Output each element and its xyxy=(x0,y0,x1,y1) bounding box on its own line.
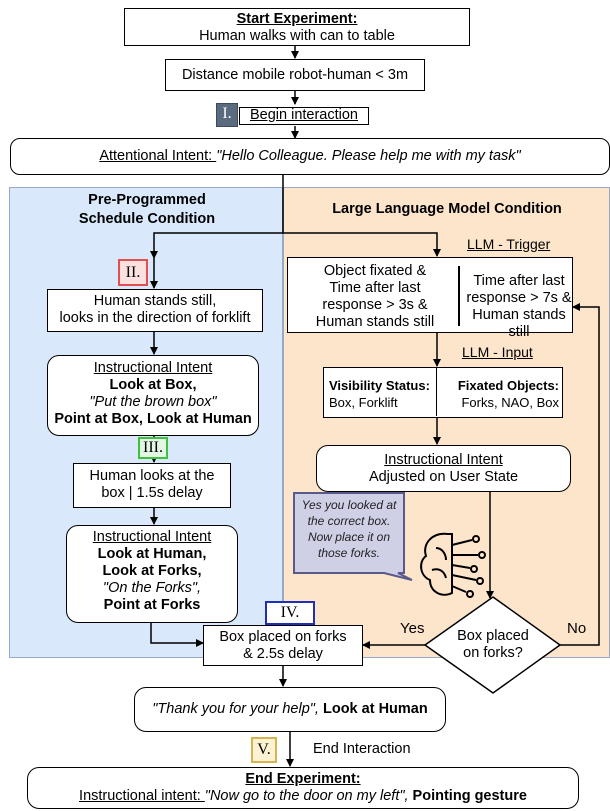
distance-box: Distance mobile robot-human < 3m xyxy=(165,59,425,91)
right-panel-title: Large Language Model Condition xyxy=(332,201,562,217)
arrow-instr2-boxplaced xyxy=(150,623,204,647)
decision-diamond xyxy=(423,596,562,694)
llm-trigger-label: LLM - Trigger xyxy=(467,236,551,252)
arrow-no-loop xyxy=(560,303,600,646)
arrow-to-right xyxy=(283,232,441,257)
box-placed-box: Box placed on forks & 2.5s delay xyxy=(203,625,363,666)
marker-iii: III. xyxy=(138,437,168,459)
start-experiment-box: Start Experiment: Human walks with can t… xyxy=(124,8,470,46)
attentional-prefix: Attentional Intent: xyxy=(99,148,217,164)
begin-interaction-box: Begin interaction xyxy=(239,107,369,125)
llm-input-box: Visibility Status: Box, Forklift Fixated… xyxy=(323,367,563,418)
no-label: No xyxy=(567,620,587,637)
end-interaction-label: End Interaction xyxy=(313,741,411,757)
speech-bubble-text: Yes you looked at the correct box. Now p… xyxy=(301,498,397,560)
start-text: Human walks with can to table xyxy=(199,28,395,44)
marker-i: I. xyxy=(216,103,238,127)
marker-ii: II. xyxy=(118,259,148,286)
decision-text: Box placed on forks? xyxy=(457,628,529,661)
start-title: Start Experiment: xyxy=(236,11,358,27)
marker-v: V. xyxy=(251,737,277,763)
instructional-intent-llm-box: Instructional Intent Adjusted on User St… xyxy=(316,445,571,492)
visibility-status: Visibility Status: Box, Forklift xyxy=(324,368,437,416)
brain-circuit-icon xyxy=(420,532,486,598)
trigger-right-text: Time after last response > 7s & Human st… xyxy=(466,273,572,340)
attentional-intent-box: Attentional Intent: "Hello Colleague. Pl… xyxy=(10,138,610,175)
yes-label: Yes xyxy=(400,620,425,637)
trigger-divider xyxy=(458,266,460,326)
end-experiment-box: End Experiment: Instructional intent: "N… xyxy=(27,767,579,809)
arrow-to-left xyxy=(150,232,283,259)
trigger-left-text: Object fixated & Time after last respons… xyxy=(315,263,435,330)
instructional-intent-box-1: Instructional Intent Look at Box, "Put t… xyxy=(47,355,259,436)
human-looks-box: Human looks at the box | 1.5s delay xyxy=(73,463,231,508)
left-panel-title: Pre-Programmed Schedule Condition xyxy=(78,192,216,227)
attentional-quote: "Hello Colleague. Please help me with my… xyxy=(216,148,521,164)
speech-bubble xyxy=(293,492,413,581)
human-stands-box: Human stands still, looks in the directi… xyxy=(47,289,263,332)
thank-you-box: "Thank you for your help", Look at Human xyxy=(134,687,446,732)
llm-input-label: LLM - Input xyxy=(462,344,533,360)
fixated-objects: Fixated Objects: Forks, NAO, Box xyxy=(457,378,559,410)
instructional-intent-box-2: Instructional Intent Look at Human, Look… xyxy=(66,525,238,623)
marker-iv: IV. xyxy=(265,601,315,625)
llm-trigger-box: Object fixated & Time after last respons… xyxy=(287,257,573,340)
